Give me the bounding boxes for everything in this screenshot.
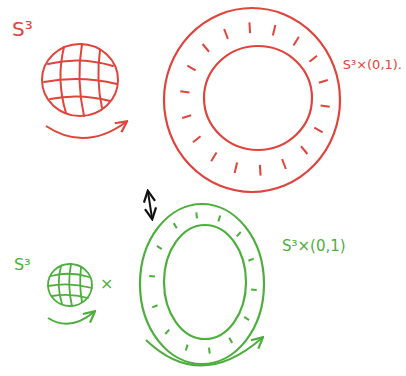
product-label: S³×(0,1) <box>282 238 346 255</box>
tick-mark <box>195 212 198 218</box>
tick-mark <box>180 91 189 92</box>
tick-mark <box>309 56 317 62</box>
tick-mark <box>152 305 157 307</box>
tick-mark <box>174 223 177 228</box>
rotation-arrow-red <box>46 122 126 138</box>
tick-mark <box>211 153 216 162</box>
tick-mark <box>237 232 241 236</box>
tick-mark <box>248 259 253 261</box>
sphere-label: S³ <box>12 18 33 40</box>
tick-mark <box>165 330 169 334</box>
tick-mark <box>259 165 262 176</box>
tick-mark <box>182 115 191 118</box>
tick-mark <box>293 37 298 46</box>
rotation-arrow-green-ring <box>146 338 262 366</box>
tick-mark <box>186 345 188 351</box>
product-sign: × <box>100 275 113 293</box>
tick-mark <box>157 246 162 249</box>
tick-mark <box>282 159 286 169</box>
tick-mark <box>229 338 232 343</box>
tick-mark <box>149 275 155 278</box>
tick-mark <box>248 22 251 33</box>
double-arrow <box>148 192 152 218</box>
tick-mark <box>218 215 220 221</box>
tick-mark <box>244 317 249 320</box>
product-label: S³×(0,1). <box>343 58 402 72</box>
tick-mark <box>208 348 211 354</box>
tick-mark <box>319 80 328 83</box>
rotation-arrow-green <box>48 312 94 324</box>
tick-mark <box>235 163 237 173</box>
annulus-green <box>140 204 264 364</box>
tick-mark <box>251 288 257 291</box>
tick-mark <box>187 66 195 71</box>
tick-mark <box>193 136 201 142</box>
tick-mark <box>224 29 228 39</box>
sphere-green <box>48 264 92 306</box>
tick-mark <box>321 106 330 107</box>
tick-mark <box>273 25 275 35</box>
sphere-label: S³ <box>14 256 31 274</box>
sphere-red <box>42 44 118 116</box>
tick-mark <box>301 146 307 154</box>
annulus-red <box>164 8 340 192</box>
tick-mark <box>314 128 322 133</box>
tick-mark <box>203 44 209 52</box>
